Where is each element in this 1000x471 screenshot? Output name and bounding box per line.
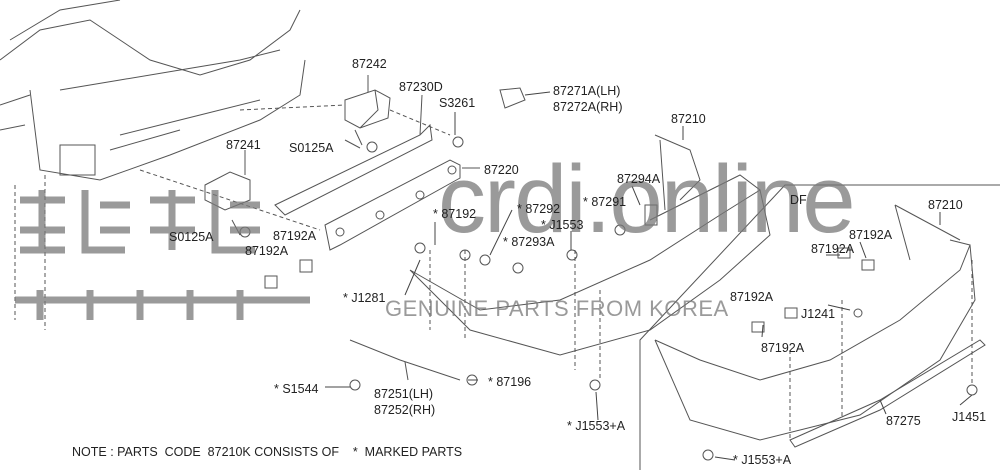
df-part-label-87192a[interactable]: 87192A <box>849 228 893 242</box>
section-label-df: DF <box>790 193 807 207</box>
df-part-label-87192a[interactable]: 87192A <box>761 341 805 355</box>
part-label-87192a[interactable]: 87192A <box>245 244 289 258</box>
df-bumper-drawing <box>654 204 986 448</box>
part-label-87252[interactable]: 87252(RH) <box>374 403 436 417</box>
reinforcement-87230d-drawing <box>274 94 433 216</box>
part-label-87192a[interactable]: 87192A <box>273 229 317 243</box>
part-label-87196[interactable]: * 87196 <box>488 375 532 389</box>
watermark-tagline: GENUINE PARTS FROM KOREA <box>385 296 729 321</box>
absorber-87220-drawing <box>324 159 480 251</box>
parts-note: NOTE : PARTS CODE 87210K CONSISTS OF * M… <box>72 445 463 459</box>
car-body-drawing <box>0 0 321 330</box>
part-label-87230d[interactable]: 87230D <box>399 80 443 94</box>
part-label-s0125a-bottom[interactable]: S0125A <box>169 230 214 244</box>
part-label-87210[interactable]: 87210 <box>671 112 706 126</box>
part-label-87272a[interactable]: 87272A(RH) <box>553 100 623 114</box>
part-label-87220[interactable]: 87220 <box>484 163 519 177</box>
leader-lines <box>325 91 973 461</box>
df-part-label-j1553a[interactable]: * J1553+A <box>733 453 792 467</box>
part-label-87271a[interactable]: 87271A(LH) <box>553 84 621 98</box>
part-label-j1281[interactable]: * J1281 <box>343 291 386 305</box>
part-label-87293a[interactable]: * 87293A <box>503 235 555 249</box>
part-label-87291[interactable]: * 87291 <box>583 195 627 209</box>
df-part-label-87275[interactable]: 87275 <box>886 414 921 428</box>
part-label-87251[interactable]: 87251(LH) <box>374 387 434 401</box>
bracket-87242-drawing <box>239 75 451 149</box>
df-part-label-87192a[interactable]: 87192A <box>811 242 855 256</box>
part-label-87241[interactable]: 87241 <box>226 138 261 152</box>
df-frame <box>639 184 1000 470</box>
part-label-s1544[interactable]: * S1544 <box>274 382 319 396</box>
part-label-j1553a[interactable]: * J1553+A <box>567 419 626 433</box>
part-label-87294a[interactable]: 87294A <box>617 172 661 186</box>
watermark-logo <box>15 190 310 320</box>
part-label-87242[interactable]: 87242 <box>352 57 387 71</box>
part-label-s3261[interactable]: S3261 <box>439 96 476 110</box>
df-part-label-j1451[interactable]: J1451 <box>952 410 987 424</box>
part-label-j1553[interactable]: * J1553 <box>541 218 584 232</box>
df-part-label-j1241[interactable]: J1241 <box>801 307 836 321</box>
df-part-label-87210[interactable]: 87210 <box>928 198 963 212</box>
part-label-87192[interactable]: * 87192 <box>433 207 477 221</box>
part-label-87292[interactable]: * 87292 <box>517 202 561 216</box>
part-label-s0125a-top[interactable]: S0125A <box>289 141 334 155</box>
watermark-site: crdi.online <box>438 146 856 253</box>
df-part-label-87192a[interactable]: 87192A <box>730 290 774 304</box>
